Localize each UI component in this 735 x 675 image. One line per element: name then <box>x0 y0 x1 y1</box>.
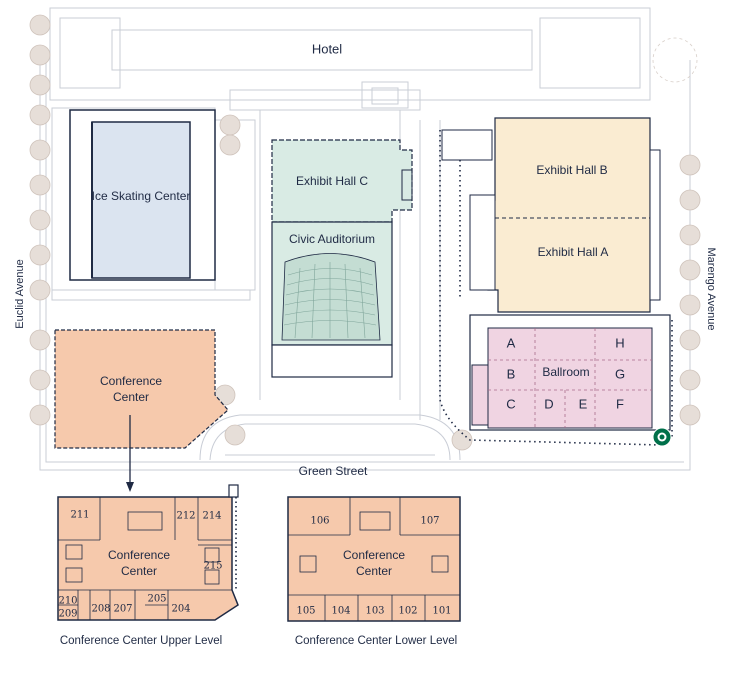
building-label-ice-skating: Ice Skating Center <box>91 189 191 204</box>
street-label-green: Green Street <box>298 464 368 479</box>
upper-level-title-line2: Center <box>120 564 158 579</box>
civic-auditorium-building <box>271 221 393 378</box>
ballroom-section-c: C <box>506 396 516 412</box>
street-label-marengo: Marengo Avenue <box>705 247 717 331</box>
building-label-hotel: Hotel <box>311 41 343 57</box>
room-102: 102 <box>398 605 418 617</box>
room-210: 210 <box>58 595 78 607</box>
lower-level-title-line1: Conference <box>342 548 406 563</box>
building-label-exhibit-hall-b: Exhibit Hall B <box>536 163 608 178</box>
room-208: 208 <box>91 603 111 615</box>
room-106: 106 <box>310 515 330 527</box>
room-101: 101 <box>432 605 452 617</box>
ballroom-section-h: H <box>615 335 625 351</box>
room-215: 215 <box>203 560 223 572</box>
ballroom-section-a: A <box>506 335 516 351</box>
ballroom-section-e: E <box>578 396 588 412</box>
room-105: 105 <box>296 605 316 617</box>
room-211: 211 <box>70 509 90 521</box>
room-214: 214 <box>202 510 222 522</box>
street-label-euclid: Euclid Avenue <box>14 259 26 329</box>
building-label-exhibit-hall-c: Exhibit Hall C <box>295 174 369 189</box>
building-label-civic-auditorium: Civic Auditorium <box>288 232 376 247</box>
room-205: 205 <box>147 593 167 605</box>
tree-icon-group <box>29 14 701 451</box>
room-212: 212 <box>176 510 196 522</box>
room-209: 209 <box>58 608 78 620</box>
lower-level-caption: Conference Center Lower Level <box>294 635 458 647</box>
ballroom-section-b: B <box>506 366 516 382</box>
lower-level-title-line2: Center <box>355 564 393 579</box>
walkway-dots <box>439 130 673 446</box>
upper-level-plan <box>57 484 239 621</box>
conference-center-building <box>54 329 229 492</box>
room-107: 107 <box>420 515 440 527</box>
ice-skating-building <box>69 109 216 281</box>
ballroom-section-f: F <box>616 396 624 412</box>
building-label-ballroom: Ballroom <box>542 365 590 380</box>
building-label-conference-line1: Conference <box>99 374 163 389</box>
starbucks-logo-icon <box>652 427 672 447</box>
building-label-exhibit-hall-a: Exhibit Hall A <box>537 245 609 260</box>
exhibit-hall-ab-building <box>441 117 661 313</box>
ballroom-section-g: G <box>614 366 626 382</box>
room-104: 104 <box>331 605 351 617</box>
lower-level-plan <box>287 496 461 622</box>
ballroom-building <box>469 314 671 431</box>
room-207: 207 <box>113 603 133 615</box>
ballroom-section-d: D <box>544 396 554 412</box>
room-103: 103 <box>365 605 385 617</box>
building-label-conference-line2: Center <box>112 390 150 405</box>
upper-level-title-line1: Conference <box>107 548 171 563</box>
upper-level-caption: Conference Center Upper Level <box>59 635 223 647</box>
room-204: 204 <box>171 603 191 615</box>
